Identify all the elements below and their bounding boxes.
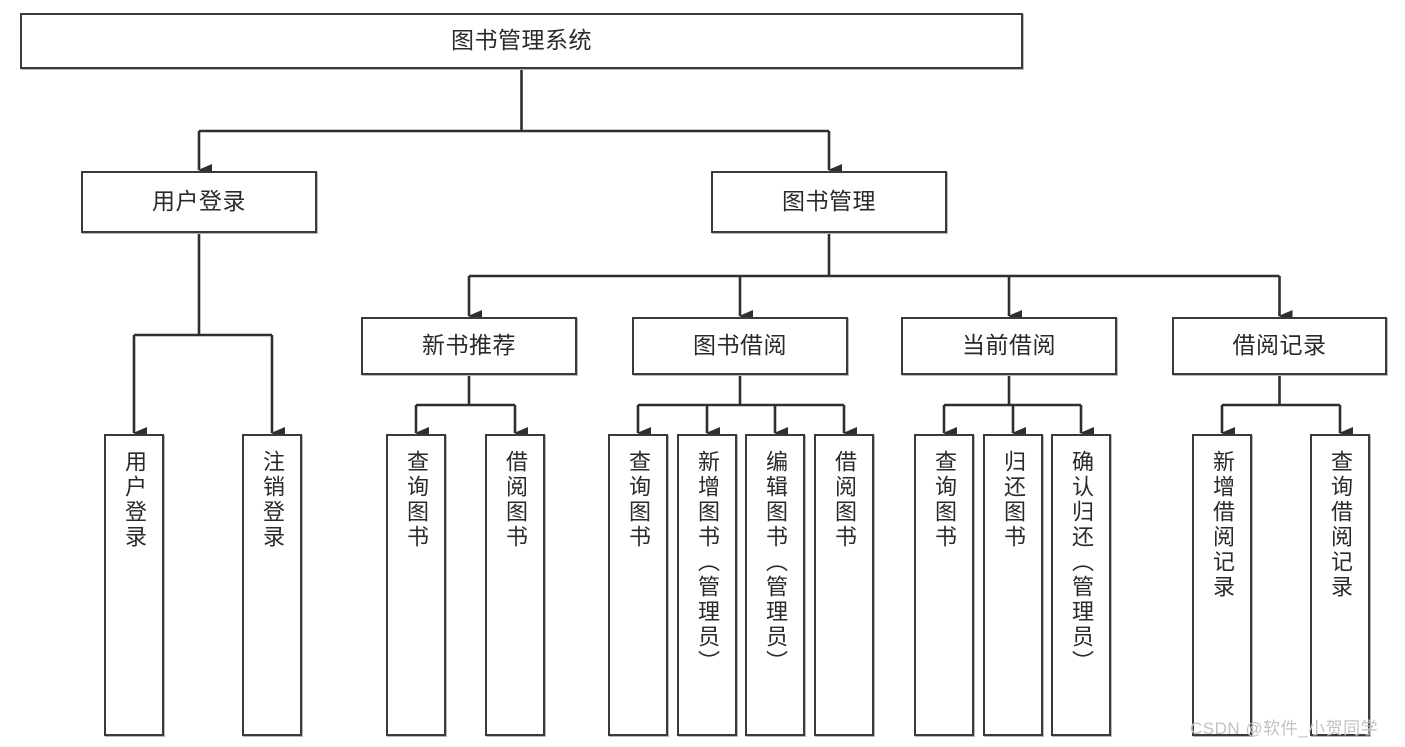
leaf-query-book-borrow[interactable]: 查询图书 bbox=[608, 434, 668, 736]
leaf-logout-label: 注销登录 bbox=[260, 450, 285, 550]
leaf-add-book-admin[interactable]: 新增图书（管理员） bbox=[677, 434, 737, 736]
node-book-management[interactable]: 图书管理 bbox=[711, 171, 947, 233]
node-root[interactable]: 图书管理系统 bbox=[20, 13, 1023, 69]
leaf-user-login-label: 用户登录 bbox=[122, 450, 147, 550]
leaf-return-book-label: 归还图书 bbox=[1001, 450, 1026, 550]
leaf-edit-book-admin[interactable]: 编辑图书（管理员） bbox=[745, 434, 805, 736]
node-new-book-recommend[interactable]: 新书推荐 bbox=[361, 317, 577, 375]
node-book-borrow[interactable]: 图书借阅 bbox=[632, 317, 848, 375]
leaf-query-borrow-record-label: 查询借阅记录 bbox=[1328, 450, 1353, 600]
leaf-borrow-book-label: 借阅图书 bbox=[832, 450, 857, 550]
leaf-confirm-return-admin-label: 确认归还（管理员） bbox=[1069, 450, 1094, 675]
node-new-book-recommend-label: 新书推荐 bbox=[422, 332, 516, 359]
leaf-query-book-borrow-label: 查询图书 bbox=[626, 450, 651, 550]
node-user-login[interactable]: 用户登录 bbox=[81, 171, 317, 233]
leaf-query-book-recommend[interactable]: 查询图书 bbox=[386, 434, 446, 736]
node-current-borrow-label: 当前借阅 bbox=[962, 332, 1056, 359]
leaf-confirm-return-admin[interactable]: 确认归还（管理员） bbox=[1051, 434, 1111, 736]
node-user-login-label: 用户登录 bbox=[152, 188, 246, 215]
leaf-query-book-current-label: 查询图书 bbox=[932, 450, 957, 550]
leaf-add-borrow-record[interactable]: 新增借阅记录 bbox=[1192, 434, 1252, 736]
leaf-return-book[interactable]: 归还图书 bbox=[983, 434, 1043, 736]
leaf-user-login[interactable]: 用户登录 bbox=[104, 434, 164, 736]
node-root-label: 图书管理系统 bbox=[451, 27, 592, 54]
node-borrow-record-label: 借阅记录 bbox=[1232, 332, 1327, 359]
node-book-management-label: 图书管理 bbox=[782, 188, 876, 215]
leaf-logout[interactable]: 注销登录 bbox=[242, 434, 302, 736]
leaf-add-borrow-record-label: 新增借阅记录 bbox=[1210, 450, 1235, 600]
leaf-borrow-book-recommend[interactable]: 借阅图书 bbox=[485, 434, 545, 736]
leaf-query-book-recommend-label: 查询图书 bbox=[404, 450, 429, 550]
node-current-borrow[interactable]: 当前借阅 bbox=[901, 317, 1117, 375]
watermark: CSDN @软件_小贺同学 bbox=[1190, 719, 1379, 738]
leaf-query-book-current[interactable]: 查询图书 bbox=[914, 434, 974, 736]
node-borrow-record[interactable]: 借阅记录 bbox=[1172, 317, 1387, 375]
leaf-edit-book-admin-label: 编辑图书（管理员） bbox=[763, 450, 788, 675]
node-book-borrow-label: 图书借阅 bbox=[693, 332, 787, 359]
leaf-add-book-admin-label: 新增图书（管理员） bbox=[695, 450, 720, 675]
leaf-borrow-book-recommend-label: 借阅图书 bbox=[503, 450, 528, 550]
leaf-query-borrow-record[interactable]: 查询借阅记录 bbox=[1310, 434, 1370, 736]
leaf-borrow-book[interactable]: 借阅图书 bbox=[814, 434, 874, 736]
